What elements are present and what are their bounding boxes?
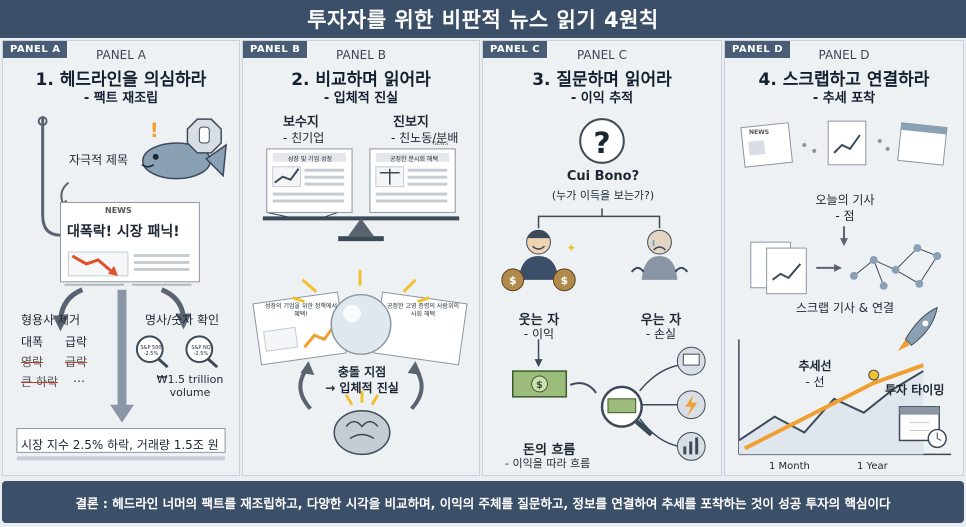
panel-b-subtitle: PANEL B [336,48,386,62]
conservative-sub: - 친기업 [283,131,325,145]
panel-d-illustration [738,120,952,456]
svg-text:$: $ [509,274,517,287]
panel-c-title: 3. 질문하며 읽어라 [532,70,672,90]
truth-label: → 입체적 진실 [325,381,399,395]
winner-label: 웃는 자 [518,313,560,328]
magnifier-icon [600,385,654,437]
x-tick-1-year: 1 Year [857,461,888,472]
news-label-d: NEWS [749,129,770,136]
calendar-clock-icon [898,406,947,449]
loser-label: 우는 자 [640,313,682,328]
progressive-sub: - 친노동/분배 [391,131,459,145]
lightning-icon [676,390,706,420]
today-label: 오늘의 기사 [815,193,875,207]
panel-a: PANEL A PANEL A 1. 헤드라인을 의심하라 - 팩트 재조립 ! [2,40,240,476]
money-flow-sub: - 이익을 따라 흐름 [505,457,591,470]
magnifier-icon [135,335,219,369]
question-label: Cui Bono? [566,169,640,184]
panel-b-subtitle2: - 입체적 진실 [323,91,399,106]
check-numbers-label: 명사/숫자 확인 [145,313,220,327]
winner-sub: - 이익 [523,327,555,341]
panel-a-illustration: ! [16,116,228,461]
fact-text: 시장 지수 2.5% 하락, 거래량 1.5조 원 [21,438,219,452]
conclusion-bar: 결론 : 헤드라인 너머의 팩트를 재조립하고, 다양한 시각을 비교하며, 이… [2,481,964,523]
stimulus-label: 자극적 제목 [69,153,129,167]
question-mark-icon: ? [579,118,625,164]
conclusion-text: 결론 : 헤드라인 너머의 팩트를 재조립하고, 다양한 시각을 비교하며, 이… [75,495,891,511]
panel-c-illustration: ? $ $ ✦ $ [501,118,706,461]
panel-b-tag: PANEL B [243,41,308,58]
crystal-ball-icon [252,269,468,366]
paper-2-news-label: NEWS [433,141,449,147]
panel-d-title: 4. 스크랩하고 연결하라 [758,70,930,90]
trend-chart [738,339,952,456]
ellipsis: … [73,371,85,385]
smiling-person-icon: $ $ ✦ [501,229,576,292]
panel-a-subtitle: PANEL A [96,48,146,62]
svg-text:?: ? [593,126,610,161]
svg-text:$: $ [536,380,543,391]
today-sub: - 점 [835,209,855,223]
lens-1-text: S&P 500 -2.5% [140,345,162,357]
loser-sub: - 손실 [645,327,677,341]
panel-a-subtitle2: - 팩트 재조립 [83,91,159,106]
panel-d-subtitle2: - 추세 포착 [812,91,876,106]
word-1: 대폭 [21,335,44,349]
panel-c: PANEL C PANEL C 3. 질문하며 읽어라 - 이익 추적 ? $ … [482,40,722,476]
timing-label: 투자 타이밍 [885,383,945,397]
paper-4-headline: 공정한 고영 증령의 사람위의 사회 해택 [387,303,459,318]
paper-2-headline: 공정한 분시회 해택 [390,156,438,163]
panel-b-illustration [252,148,468,456]
panel-d: PANEL D PANEL D 4. 스크랩하고 연결하라 - 추세 포착 [724,40,964,476]
conservative-label: 보수지 [283,115,319,130]
chart-icon [676,432,706,461]
svg-text:✦: ✦ [566,241,576,255]
brain-icon [298,361,424,456]
balance-scale-icon [262,209,460,242]
panel-d-tag: PANEL D [725,41,791,58]
remove-adjective-label: 형용사 제거 [21,313,81,327]
panel-c-subtitle: PANEL C [576,48,628,62]
trend-label: 추세선 [798,359,832,373]
money-bill-icon: $ [512,370,568,398]
panel-b: PANEL B PANEL B 2. 비교하며 읽어라 - 입체적 진실 [242,40,480,476]
exclamation-icon: ! [150,119,159,142]
collision-label: 충돌 지점 [337,365,387,379]
progressive-label: 진보지 [393,115,429,130]
panel-b-title: 2. 비교하며 읽어라 [291,70,431,90]
headline-text: 대폭락! 시장 패닉! [67,224,180,240]
laptop-icon [676,346,706,376]
struck-word-2: 급락 [65,355,88,369]
newspaper-icon [60,201,200,286]
lens-2-text: S&P NQ -2.5% [191,345,211,357]
panel-c-subtitle2: - 이익 추적 [570,91,634,106]
paper-3-headline: 성장의 기업을 위한 정책에서 혜택! [265,303,337,318]
page-title: 투자자를 위한 비판적 뉴스 읽기 4원칙 [307,8,659,32]
header-bar: 투자자를 위한 비판적 뉴스 읽기 4원칙 [0,0,966,38]
newspaper-left-icon [266,148,353,213]
money-flow-label: 돈의 흐름 [523,443,576,458]
stop-hand-icon [186,118,222,154]
scrap-label: 스크랩 기사 & 연결 [795,301,895,315]
news-label: NEWS [105,206,132,215]
struck-word-3: 큰 하락 [21,375,58,389]
crying-person-icon [630,229,689,280]
newspaper-right-icon [369,148,456,213]
fish-icon [141,142,228,180]
svg-text:$: $ [561,274,569,287]
rocket-icon [897,306,938,352]
panel-c-tag: PANEL C [483,41,548,58]
panel-a-tag: PANEL A [3,41,68,58]
panel-a-title: 1. 헤드라인을 의심하라 [35,70,207,90]
paper-1-headline: 성장 및 기업 성장 [287,156,333,163]
question-ko-label: (누가 이득을 보는가?) [551,189,655,202]
struck-word-1: 영락 [21,355,44,369]
x-tick-1-month: 1 Month [769,461,810,472]
volume-text: ₩1.5 trillion volume [156,373,224,399]
panel-d-subtitle: PANEL D [818,48,870,62]
trend-sub: - 선 [805,375,825,389]
news-clippings-icon [740,120,948,168]
word-2: 급락 [65,335,88,349]
network-icon [849,244,942,290]
